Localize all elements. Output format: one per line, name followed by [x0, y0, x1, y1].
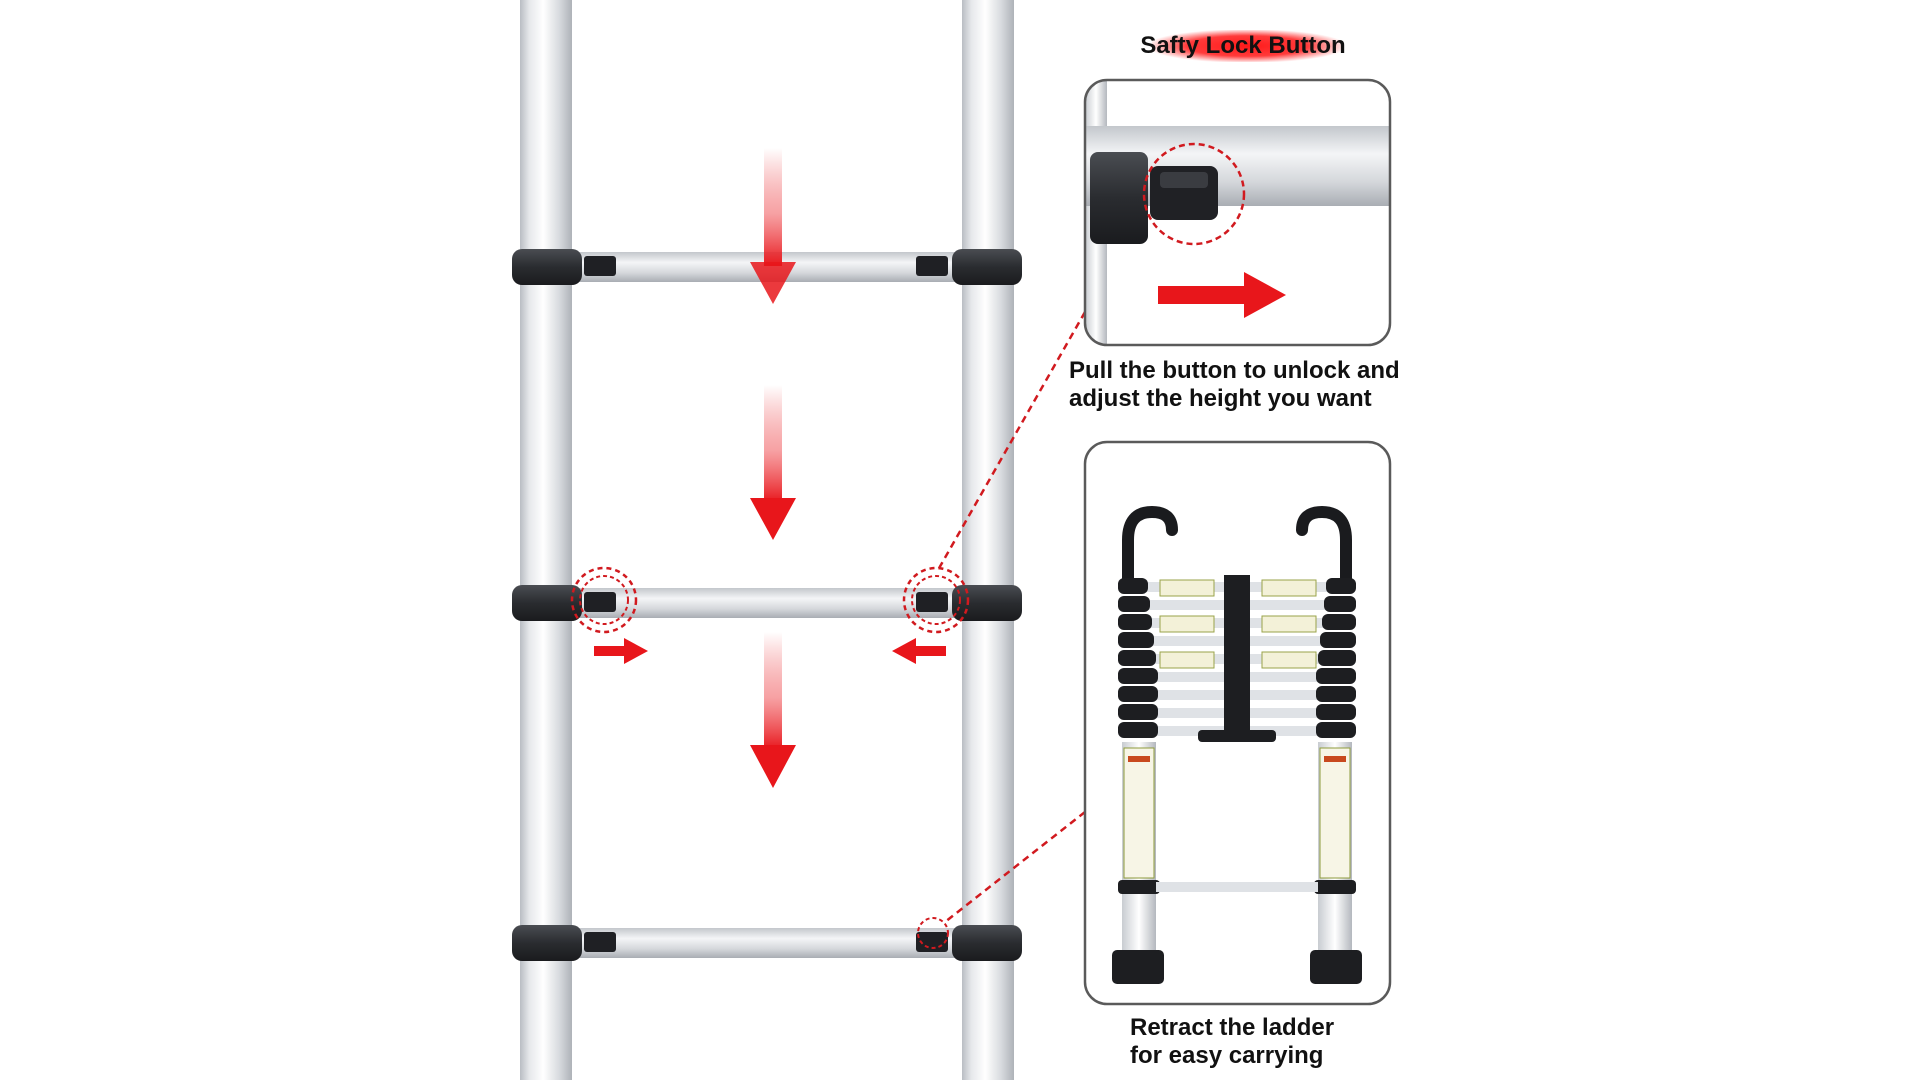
right-pole [962, 0, 1014, 1080]
warning-label-left [1123, 747, 1155, 879]
retract-caption: Retract the ladder for easy carrying [1130, 1014, 1334, 1070]
carry-strap [1224, 575, 1250, 735]
warning-label-right [1319, 747, 1351, 879]
main-ladder [512, 0, 1022, 1080]
right-hook-icon [1296, 505, 1352, 591]
down-arrow-middle [750, 385, 796, 540]
unlock-caption-line1: Pull the button to unlock and [1069, 357, 1400, 384]
lock-closeup-panel [1083, 78, 1392, 347]
pull-right-arrow [1158, 272, 1286, 318]
small-arrow-left [892, 638, 946, 664]
rung-top [512, 249, 1022, 285]
retract-caption-line2: for easy carrying [1130, 1042, 1324, 1069]
down-arrow-top [750, 148, 796, 304]
retract-caption-line1: Retract the ladder [1130, 1014, 1335, 1041]
lock-highlight-right [902, 566, 970, 634]
connector-line-bottom [944, 811, 1086, 923]
unlock-caption: Pull the button to unlock and adjust the… [1069, 357, 1400, 413]
title: Safty Lock Button [1140, 32, 1346, 59]
unlock-caption-line2: adjust the height you want [1069, 385, 1372, 412]
connector-line-top [936, 311, 1087, 571]
rung-middle [512, 585, 1022, 621]
down-arrow-bottom [750, 632, 796, 788]
title-banner: Safty Lock Button [1112, 24, 1374, 68]
title-highlight [1152, 30, 1342, 62]
small-arrow-right [594, 638, 648, 664]
stacked-caps [1118, 578, 1356, 738]
left-hook-icon [1122, 505, 1178, 591]
left-pole [520, 0, 572, 1080]
lock-highlight-left [570, 566, 638, 634]
rung-bottom [512, 925, 1022, 961]
lock-highlight-bottom [917, 917, 949, 949]
retracted-ladder-panel [1083, 440, 1392, 1006]
